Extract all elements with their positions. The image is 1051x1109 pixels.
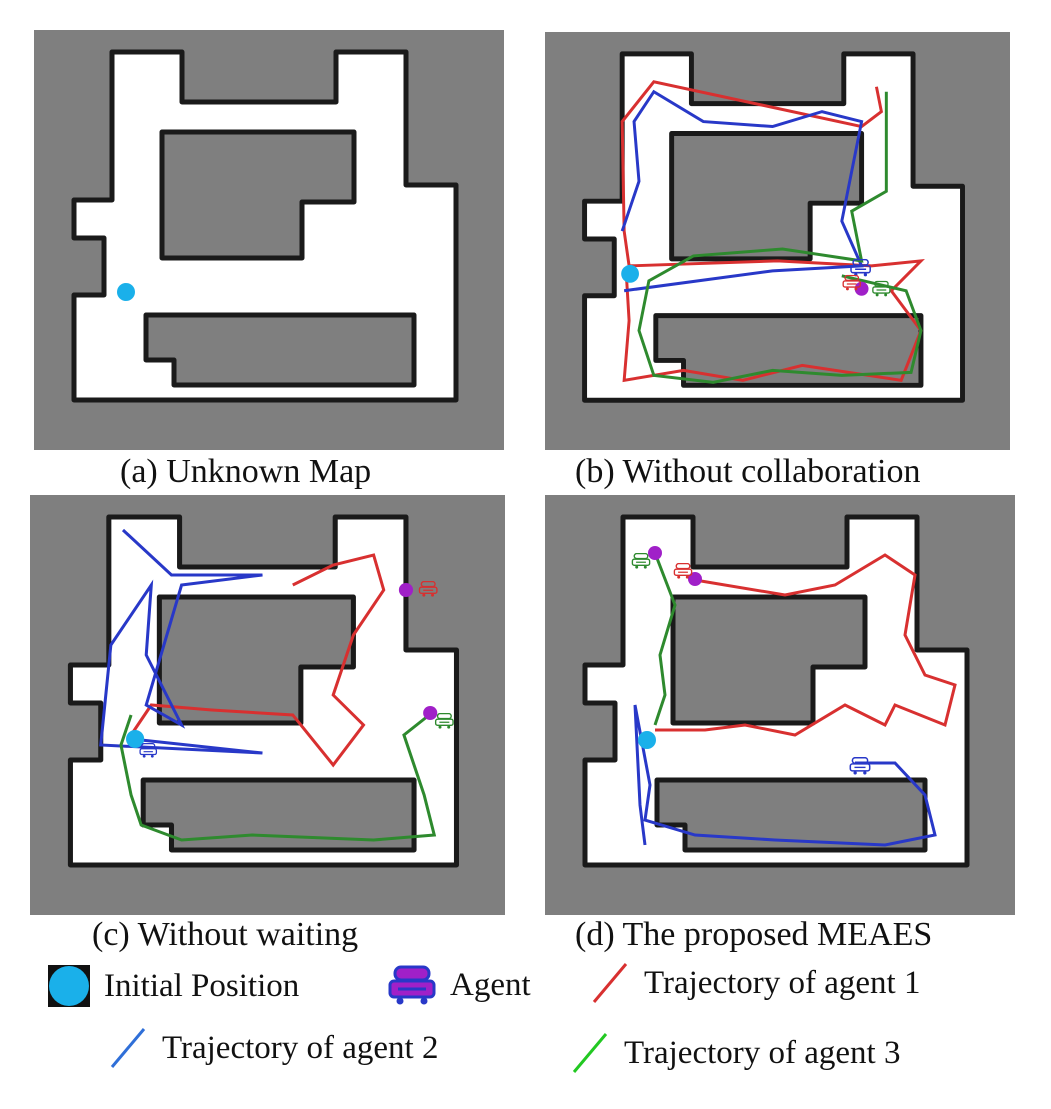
panel-c-without-waiting — [30, 495, 505, 915]
trajectory-1-line — [129, 553, 386, 768]
agent-marker — [398, 583, 414, 597]
caption-d: (d) The proposed MEAES — [575, 916, 933, 953]
map-d — [545, 495, 1015, 915]
initial-position-icon — [117, 283, 135, 301]
legend-trajectory-1: Trajectory of agent 1 — [590, 960, 920, 1006]
caption-b: (b) Without collaboration — [575, 453, 921, 490]
caption-c: (c) Without waiting — [92, 916, 359, 953]
agent-marker — [423, 706, 438, 720]
trajectory-1-line — [655, 553, 957, 737]
panel-d-proposed-meaes — [545, 495, 1015, 915]
agent-marker — [648, 546, 662, 560]
trajectory-3-icon — [572, 1033, 608, 1073]
initial-position-icon — [126, 730, 145, 748]
agent-marker — [854, 281, 869, 296]
map-a — [34, 30, 504, 450]
trajectory-1-line — [620, 80, 925, 383]
agent-icon — [388, 965, 436, 1005]
map-c — [30, 495, 505, 915]
initial-position-icon — [48, 965, 90, 1007]
trajectory-2-line — [99, 528, 263, 755]
legend-initial-position-label: Initial Position — [104, 967, 300, 1004]
trajectory-2-line — [620, 89, 864, 293]
legend-trajectory-2-label: Trajectory of agent 2 — [162, 1029, 439, 1066]
legend-trajectory-3: Trajectory of agent 3 — [570, 1030, 900, 1076]
trajectory-1-icon — [592, 963, 628, 1003]
trajectory-2-line — [633, 704, 937, 847]
legend-trajectory-3-label: Trajectory of agent 3 — [624, 1034, 901, 1071]
trajectory-2-icon — [110, 1028, 146, 1068]
trajectory-3-line — [119, 713, 437, 842]
trajectory-3-line — [653, 552, 677, 726]
legend-agent: Agent — [388, 965, 531, 1005]
legend-trajectory-1-label: Trajectory of agent 1 — [644, 964, 921, 1001]
map-b — [545, 32, 1010, 450]
legend-trajectory-2: Trajectory of agent 2 — [108, 1025, 438, 1071]
panel-b-without-collaboration — [545, 32, 1010, 450]
trajectory-3-line — [637, 91, 923, 384]
panel-a-unknown-map — [34, 30, 504, 450]
initial-position-icon — [621, 264, 639, 283]
caption-a: (a) Unknown Map — [120, 453, 372, 490]
legend-initial-position: Initial Position — [48, 965, 299, 1007]
initial-position-icon — [638, 731, 656, 749]
agent-marker — [688, 572, 702, 586]
legend-agent-label: Agent — [450, 966, 531, 1003]
